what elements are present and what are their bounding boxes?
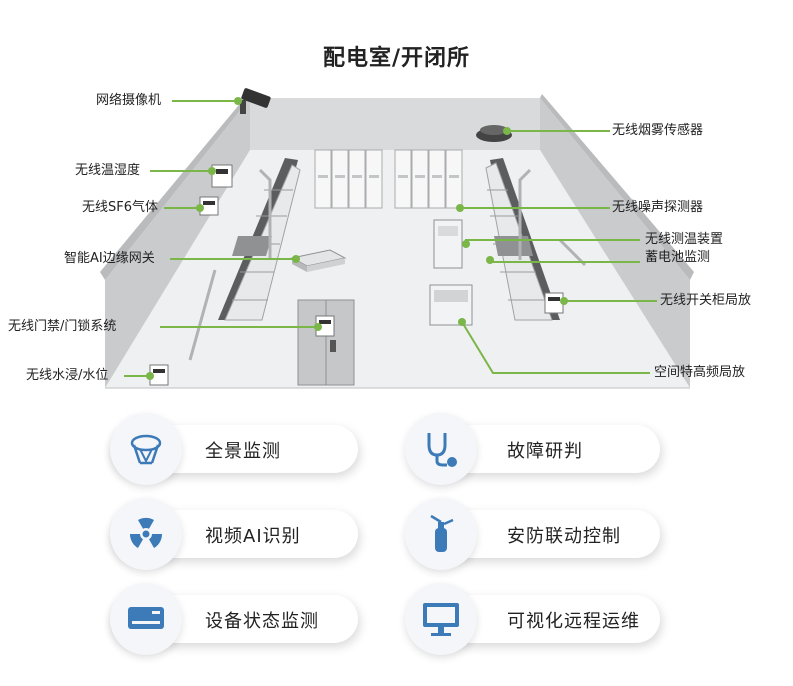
label-gateway: 智能AI边缘网关	[64, 251, 155, 266]
label-water: 无线水浸/水位	[26, 368, 109, 383]
label-door-lock: 无线门禁/门锁系统	[8, 319, 117, 334]
radiation-icon	[110, 498, 182, 570]
right-wall	[540, 98, 690, 388]
feature-label: 全景监测	[205, 441, 281, 462]
label-temp-device: 无线测温装置	[645, 232, 724, 247]
label-battery: 蓄电池监测	[645, 250, 711, 265]
panorama-icon	[110, 413, 182, 485]
back-cabinets	[314, 149, 463, 209]
feature-label: 设备状态监测	[205, 611, 319, 632]
stethoscope-icon	[405, 413, 477, 485]
right-wall-top	[540, 94, 694, 280]
label-uhf-pd: 空间特高频局放	[654, 365, 746, 380]
room-diagram	[100, 88, 694, 389]
label-smoke: 无线烟雾传感器	[612, 123, 704, 138]
label-sf6: 无线SF6气体	[82, 200, 159, 215]
camera-device	[240, 88, 271, 114]
page-title: 配电室/开闭所	[322, 46, 471, 71]
label-noise: 无线噪声探测器	[612, 200, 704, 215]
room-floor	[105, 150, 690, 388]
label-switch-pd: 无线开关柜局放	[660, 293, 752, 308]
back-wall	[250, 98, 540, 150]
feature-label: 故障研判	[507, 441, 583, 462]
feature-label: 可视化远程运维	[507, 611, 640, 632]
smoke-sensor-device	[476, 125, 512, 142]
label-temp-humidity: 无线温湿度	[75, 163, 141, 178]
monitor-icon	[405, 583, 477, 655]
extinguisher-icon	[405, 498, 477, 570]
label-camera: 网络摄像机	[96, 93, 162, 108]
sensor-switch	[544, 292, 564, 314]
feature-label: 视频AI识别	[205, 526, 301, 547]
feature-label: 安防联动控制	[507, 526, 621, 547]
left-wall-top	[100, 94, 250, 280]
sensor-temp	[211, 164, 233, 188]
air-conditioner-icon	[110, 583, 182, 655]
